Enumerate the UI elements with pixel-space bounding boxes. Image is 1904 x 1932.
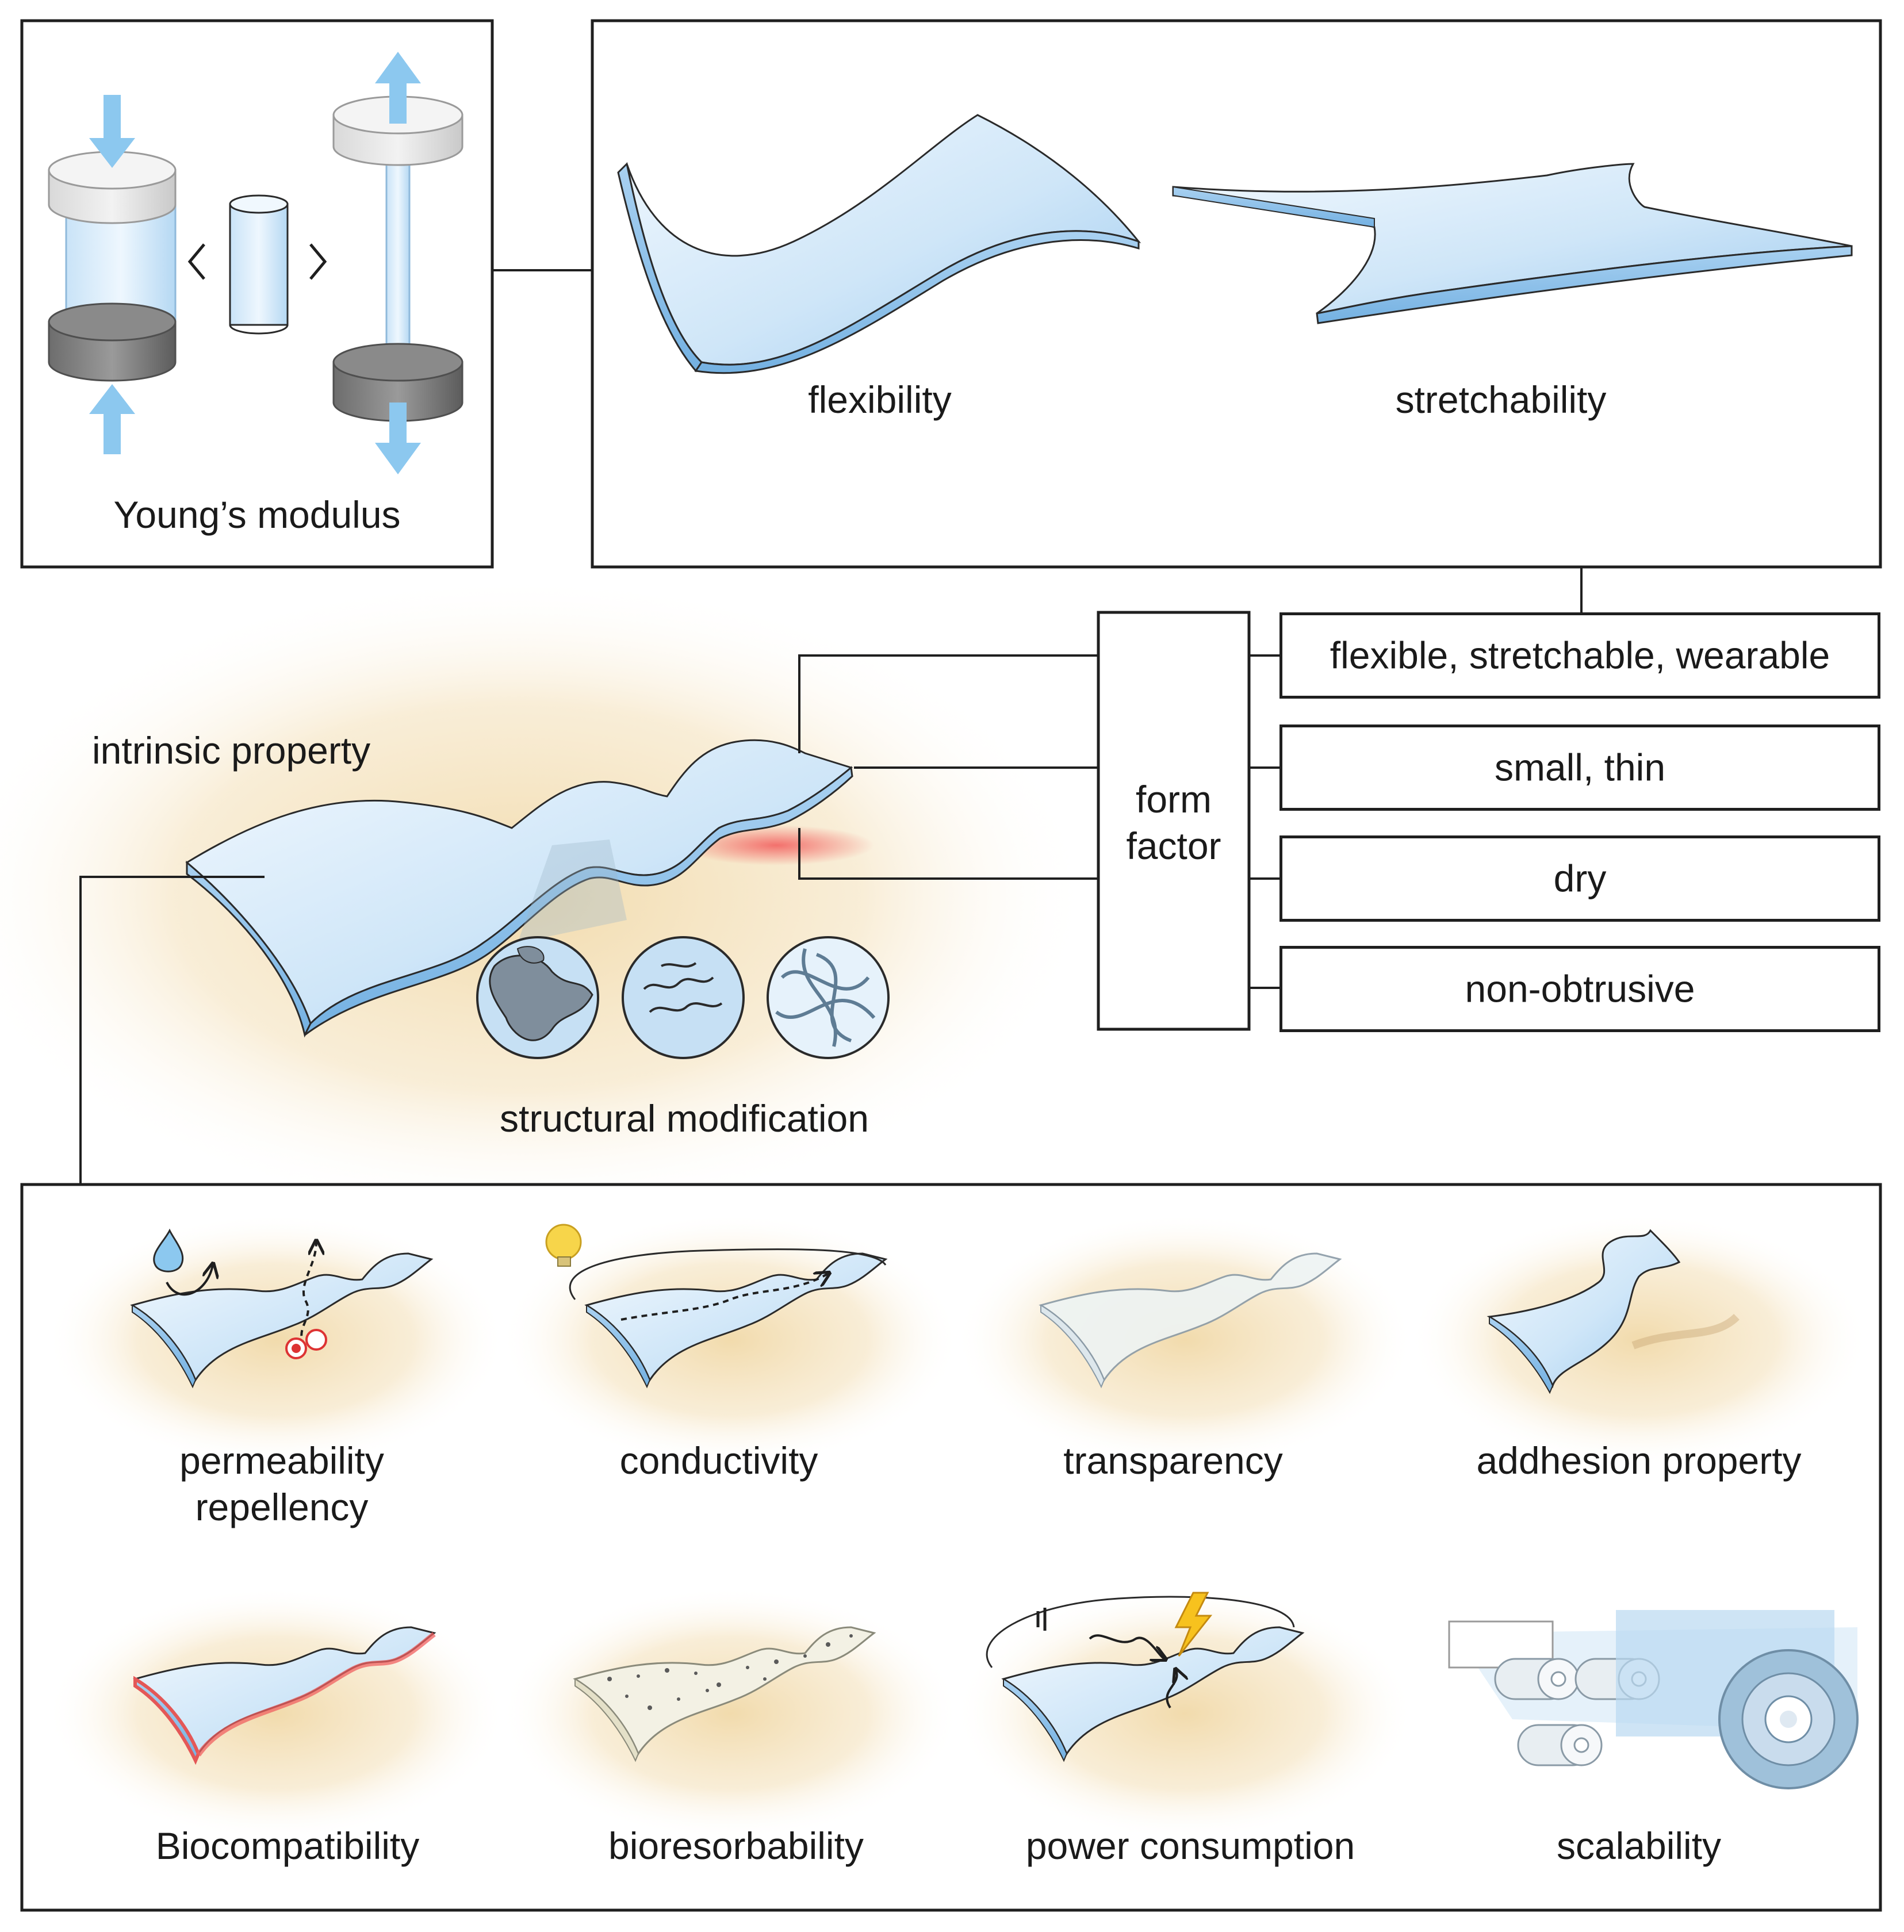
property-label-adhesion: addhesion property <box>1476 1439 1802 1482</box>
power-consumption-film <box>986 1592 1305 1762</box>
property-label-transparency: transparency <box>1063 1439 1283 1482</box>
scalability-rollers <box>1448 1610 1859 1789</box>
intrinsic-film <box>185 739 853 1038</box>
transparency-film <box>1039 1252 1342 1389</box>
form-factor-item-3: dry <box>1553 857 1607 900</box>
intrinsic-property-label: intrinsic property <box>92 729 371 772</box>
conductivity-film <box>545 1224 888 1389</box>
property-label-bioresorbability: bioresorbability <box>608 1824 864 1867</box>
bioresorbability-film <box>573 1626 876 1762</box>
sample-cylinder-icon <box>229 194 289 335</box>
structural-modification-discs <box>476 936 890 1059</box>
structural-modification-label: structural modification <box>500 1097 869 1140</box>
form-factor-item-4: non-obtrusive <box>1465 967 1695 1010</box>
stretchability-film <box>1172 163 1853 324</box>
property-label-line1: permeability <box>179 1439 384 1482</box>
less-than-symbol <box>187 243 205 280</box>
form-factor-item-box: dry <box>1279 835 1880 922</box>
stretchability-label: stretchability <box>1395 378 1607 421</box>
flexibility-film <box>617 114 1141 374</box>
biocompatibility-film <box>133 1626 436 1765</box>
property-label-power-consumption: power consumption <box>1025 1824 1355 1867</box>
form-factor-box <box>1097 611 1251 1031</box>
young-modulus-label: Young’s modulus <box>113 493 401 536</box>
form-factor-item-box: flexible, stretchable, wearable <box>1279 612 1880 699</box>
flexibility-label: flexibility <box>808 378 952 421</box>
form-factor-line2: factor <box>1126 824 1221 867</box>
property-label-permeability: permeability repellency <box>104 1438 460 1530</box>
connector-film-formfactor <box>798 654 1098 753</box>
property-label-line2: repellency <box>195 1485 369 1528</box>
compression-test-icon <box>48 95 177 454</box>
form-factor-item-1: flexible, stretchable, wearable <box>1330 634 1830 677</box>
form-factor-line1: form <box>1136 778 1212 821</box>
form-factor-label: form factor <box>1098 776 1249 869</box>
adhesion-film <box>1487 1229 1740 1394</box>
greater-than-symbol <box>309 243 327 280</box>
form-factor-item-box: non-obtrusive <box>1279 946 1880 1032</box>
connector-film-properties <box>79 876 265 1184</box>
form-factor-item-box: small, thin <box>1279 724 1880 811</box>
property-label-biocompatibility: Biocompatibility <box>155 1824 420 1867</box>
permeability-film <box>130 1228 434 1389</box>
form-factor-item-2: small, thin <box>1494 746 1666 789</box>
tension-test-icon <box>332 52 463 474</box>
property-label-scalability: scalability <box>1556 1824 1722 1867</box>
property-label-conductivity: conductivity <box>619 1439 818 1482</box>
